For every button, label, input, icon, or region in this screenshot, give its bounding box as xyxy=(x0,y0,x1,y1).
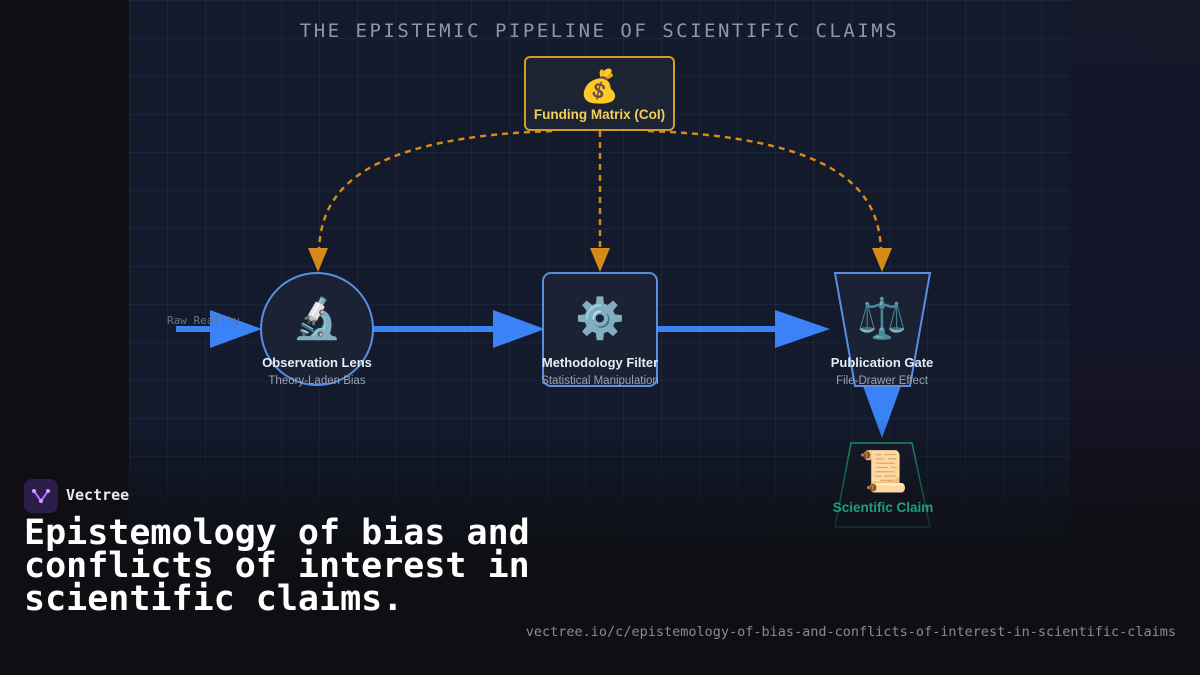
brand-name: Vectree xyxy=(66,486,130,504)
flow-arrow-filter-shaft xyxy=(656,326,781,332)
scales-icon: ⚖️ xyxy=(857,296,907,342)
influence-arrows xyxy=(308,129,892,272)
funding-matrix-node: 💰 Funding Matrix (CoI) xyxy=(524,56,675,131)
methodology-filter-label: Methodology Filter xyxy=(541,355,659,370)
influence-arrowhead-methodology xyxy=(590,248,610,272)
methodology-filter-subtitle: Statistical Manipulation xyxy=(541,375,659,387)
flow-arrowhead-lens xyxy=(493,310,545,348)
funding-matrix-label: Funding Matrix (CoI) xyxy=(533,107,666,122)
observation-lens-subtitle: Theory-Laden Bias xyxy=(268,375,366,387)
headline: Epistemology of bias and conflicts of in… xyxy=(24,513,530,619)
flow-arrowhead-gate xyxy=(863,386,901,438)
influence-arrow-publication xyxy=(647,129,883,249)
vectree-logo-icon xyxy=(32,489,50,503)
influence-arrowhead-observation xyxy=(308,248,328,272)
raw-reality-label: Raw Reality xyxy=(167,314,240,327)
influence-arrowhead-publication xyxy=(872,248,892,272)
flow-arrow-lens-shaft xyxy=(373,326,498,332)
observation-lens-label: Observation Lens xyxy=(262,355,372,370)
publication-gate-subtitle: File-Drawer Effect xyxy=(836,375,928,387)
microscope-icon: 🔬 xyxy=(292,296,342,342)
gear-icon: ⚙️ xyxy=(575,296,625,342)
vectree-logo xyxy=(24,479,58,513)
scroll-icon: 📜 xyxy=(858,449,908,495)
page-url[interactable]: vectree.io/c/epistemology-of-bias-and-co… xyxy=(525,624,1176,640)
money-bag-icon: 💰 xyxy=(579,67,620,105)
flow-arrowhead-filter xyxy=(775,310,830,348)
diagram-title: THE EPISTEMIC PIPELINE OF SCIENTIFIC CLA… xyxy=(299,20,900,42)
scientific-claim-label: Scientific Claim xyxy=(832,500,934,515)
publication-gate-label: Publication Gate xyxy=(830,355,934,370)
influence-arrow-observation xyxy=(317,129,553,249)
